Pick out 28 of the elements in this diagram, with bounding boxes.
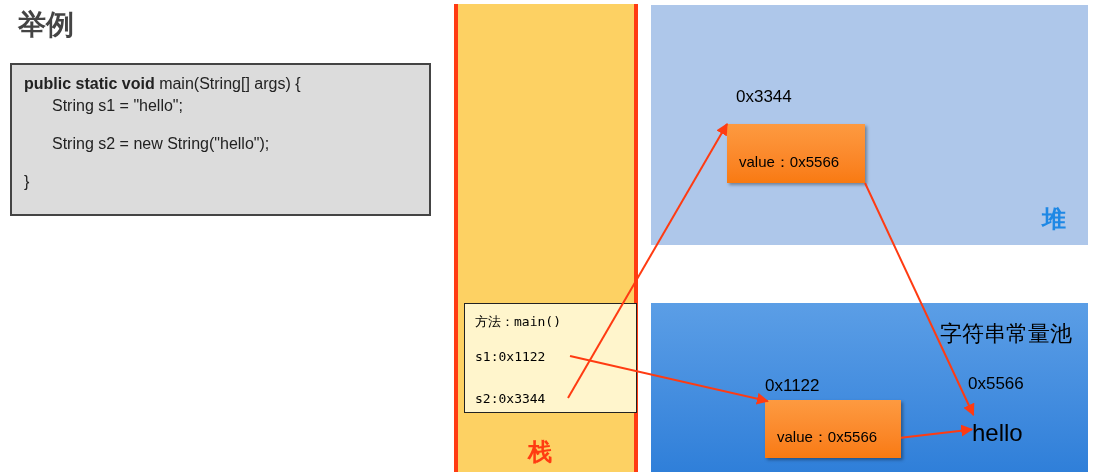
string-pool-area <box>651 303 1088 472</box>
variable-text: s2:0x3344 <box>475 389 575 409</box>
value-text: value：0x5566 <box>777 426 878 447</box>
code-line: String s2 = new String("hello"); <box>51 134 270 154</box>
code-line: public static void main(String[] args) { <box>24 74 301 94</box>
arrow <box>567 122 728 399</box>
arrow <box>864 182 975 417</box>
address-label: 0x5566 <box>968 373 1024 395</box>
value-text: value：0x5566 <box>739 151 840 172</box>
title: 举例 <box>18 7 74 43</box>
code-line: } <box>24 172 30 192</box>
stack-column <box>454 4 638 472</box>
variable-text: s1:0x1122 <box>475 347 575 367</box>
arrow <box>900 424 974 439</box>
string-object-box <box>727 124 865 183</box>
arrow <box>569 355 769 405</box>
method-label: 方法：main() <box>475 313 561 331</box>
address-label: 0x3344 <box>736 86 792 108</box>
method-frame <box>464 303 637 413</box>
code-panel <box>10 63 431 216</box>
heap-area <box>651 5 1088 245</box>
string-object-box <box>765 400 901 458</box>
address-label: 0x1122 <box>765 375 820 397</box>
stack-label: 栈 <box>528 437 552 467</box>
code-line: String s1 = "hello"; <box>51 96 183 116</box>
string-pool-label: 字符串常量池 <box>940 320 1072 348</box>
string-literal: hello <box>972 415 1042 451</box>
heap-label: 堆 <box>1042 204 1066 234</box>
